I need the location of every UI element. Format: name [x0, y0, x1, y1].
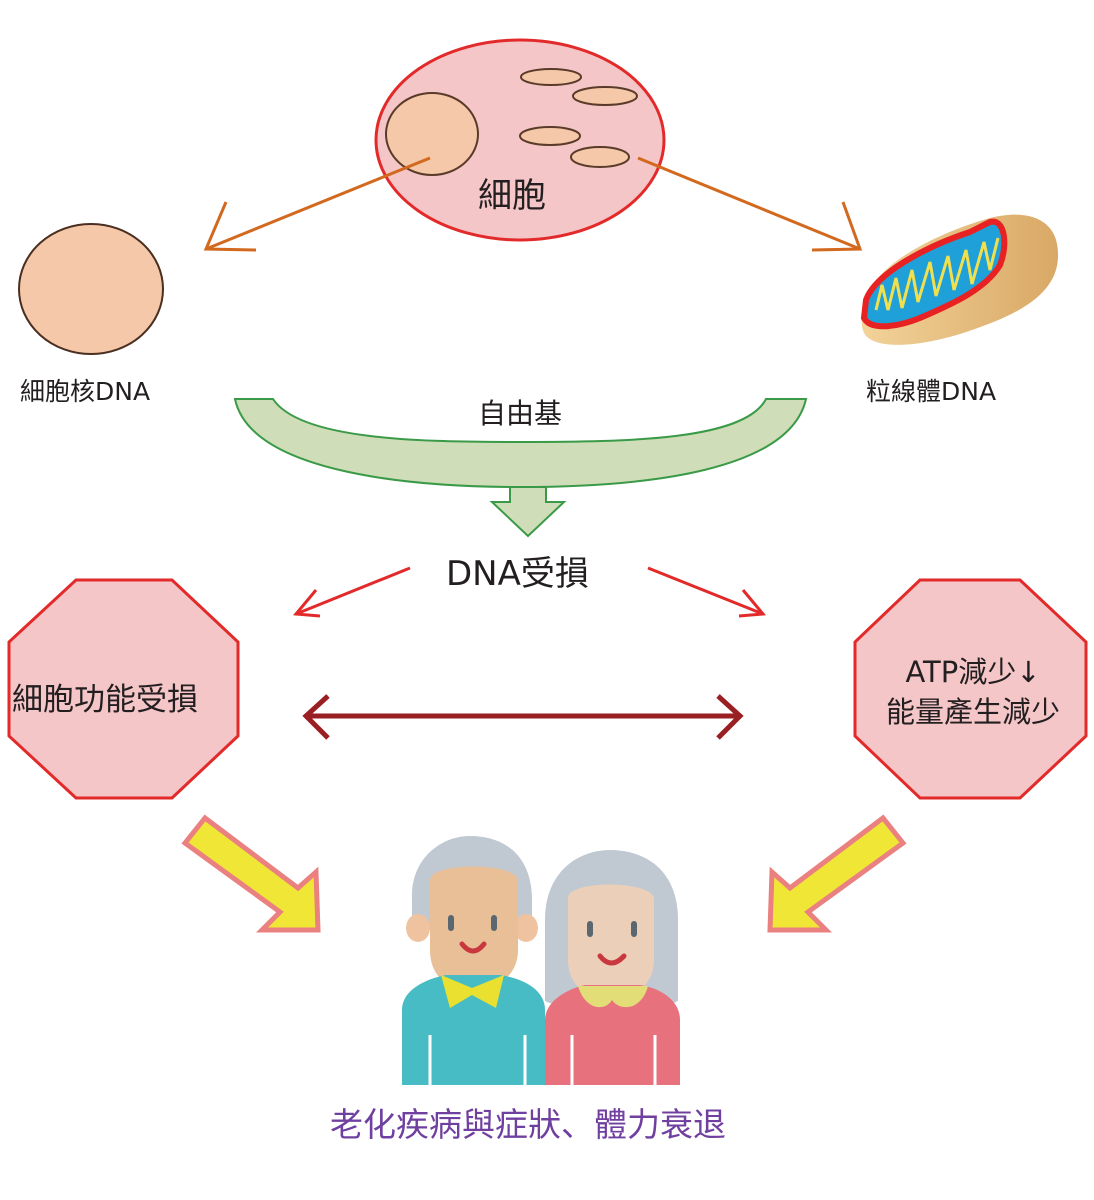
atp-decrease-line1: ATP減少↓ — [905, 655, 1041, 689]
arrow-to-atp — [647, 566, 766, 618]
atp-decrease-label: ATP減少↓ 能量產生減少 — [860, 652, 1086, 732]
outcome-label: 老化疾病與症狀、體力衰退 — [330, 1105, 726, 1144]
bidirectional-arrow — [302, 694, 744, 740]
arrow-to-mitochondria — [637, 156, 863, 252]
atp-octagon — [853, 578, 1088, 800]
dna-damage-label: DNA受損 — [446, 554, 589, 594]
atp-decrease-line2: 能量產生減少 — [885, 695, 1060, 729]
yellow-arrow-right — [767, 814, 907, 933]
arrow-to-nucleus — [203, 156, 431, 252]
cell-function-damage-label: 細胞功能受損 — [12, 682, 198, 718]
nucleus-dna-label: 細胞核DNA — [20, 377, 151, 406]
cell-icon — [374, 38, 666, 242]
free-radicals-label: 自由基 — [478, 397, 563, 430]
nucleus-icon — [18, 223, 164, 355]
cell-function-octagon — [7, 578, 240, 800]
yellow-arrow-left — [181, 814, 321, 933]
free-radical-arrow — [233, 398, 808, 538]
mitochondria-icon — [860, 214, 1059, 345]
arrow-to-cell-function — [293, 566, 411, 618]
mitochondria-dna-label: 粒線體DNA — [866, 377, 997, 406]
elderly-couple-icon — [402, 836, 680, 1085]
cell-label: 細胞 — [478, 176, 546, 216]
